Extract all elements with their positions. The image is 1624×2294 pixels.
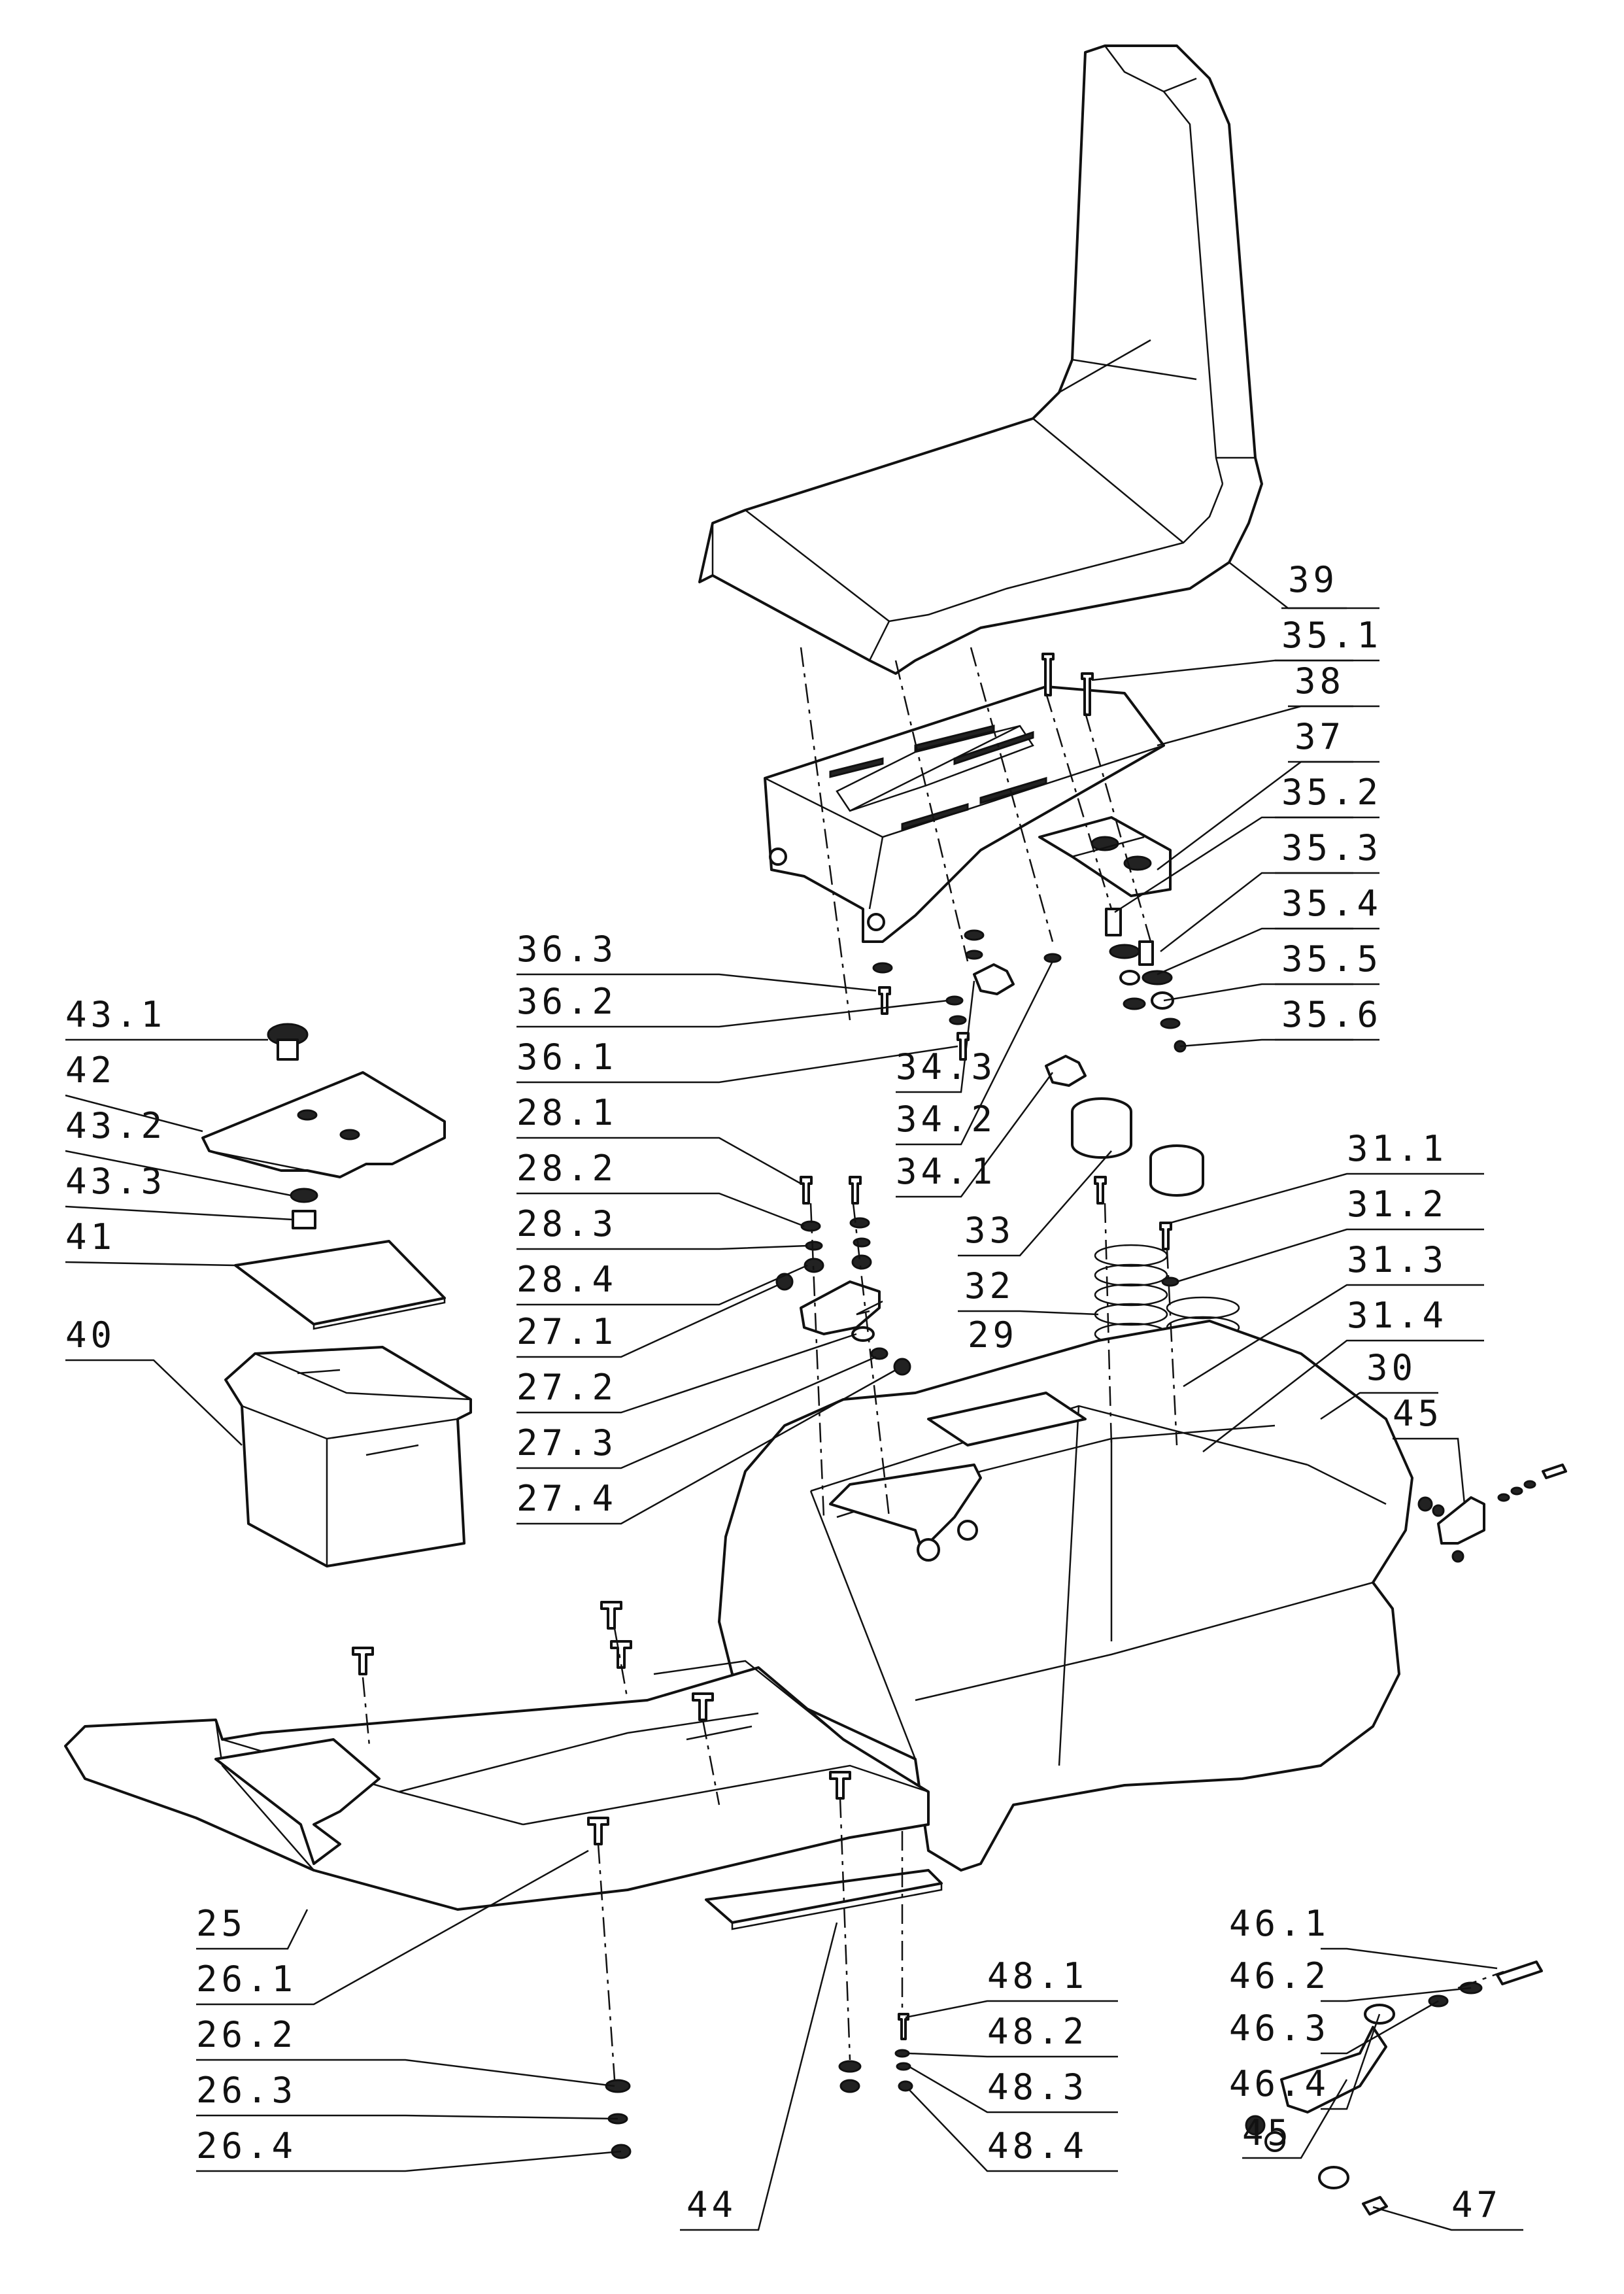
hardware-26-48	[352, 1601, 913, 2159]
callout-37: 37	[1294, 716, 1345, 757]
callout-42: 42	[65, 1050, 116, 1091]
callout-25: 25	[196, 1903, 246, 1944]
callout-48-1: 48.1	[987, 1955, 1088, 1996]
callout-36-2: 36.2	[516, 981, 617, 1022]
callout-underlines	[1275, 607, 1379, 1041]
callout-45-upper: 45	[1393, 1393, 1443, 1434]
mounting-plate	[705, 1869, 943, 1930]
callout-26-3: 26.3	[196, 2070, 297, 2111]
callout-28-3: 28.3	[516, 1203, 617, 1244]
callout-27-3: 27.3	[516, 1422, 617, 1464]
callout-32: 32	[964, 1265, 1015, 1307]
storage-tray	[224, 1346, 472, 1567]
callout-28-1: 28.1	[516, 1092, 617, 1133]
callout-48-4: 48.4	[987, 2125, 1088, 2166]
callout-45-lower: 45	[1242, 2112, 1293, 2153]
tray-pad	[234, 1240, 446, 1330]
slider-bracket	[1038, 816, 1172, 897]
callout-48-2: 48.2	[987, 2011, 1088, 2052]
callout-31-3: 31.3	[1347, 1239, 1447, 1280]
callout-40: 40	[65, 1314, 116, 1356]
callout-47: 47	[1451, 2184, 1502, 2225]
seat-pan-bracket	[764, 685, 1165, 943]
callout-46-3: 46.3	[1229, 2008, 1330, 2049]
callout-38: 38	[1294, 660, 1345, 702]
callout-46-4: 46.4	[1229, 2063, 1330, 2104]
callout-48-3: 48.3	[987, 2066, 1088, 2108]
callout-35-4: 35.4	[1281, 883, 1382, 924]
callout-27-2: 27.2	[516, 1367, 617, 1408]
callout-35-2: 35.2	[1281, 772, 1382, 813]
callout-36-3: 36.3	[516, 929, 617, 970]
callout-43-3: 43.3	[65, 1161, 166, 1202]
callout-43-2: 43.2	[65, 1105, 166, 1146]
callout-28-2: 28.2	[516, 1148, 617, 1189]
hinge-hardware-upper	[1417, 1464, 1567, 1563]
callout-27-1: 27.1	[516, 1311, 617, 1352]
callout-labels: 39 35.1 38 37 35.2 35.3 35.4 35.5 35.6 4…	[65, 559, 1502, 2225]
callout-30: 30	[1366, 1347, 1417, 1388]
callout-27-4: 27.4	[516, 1478, 617, 1519]
callout-26-2: 26.2	[196, 2014, 297, 2055]
tray-lid-assembly	[201, 1023, 446, 1229]
seat-base-shell	[718, 1320, 1413, 1872]
hinge-hardware-lower	[1245, 1960, 1543, 2216]
hardware-35-stack	[1041, 653, 1187, 1053]
callout-46-2: 46.2	[1229, 1955, 1330, 1996]
callout-31-1: 31.1	[1347, 1128, 1447, 1169]
assembly-centerlines	[362, 647, 1504, 2080]
hardware-28-27-29	[775, 1176, 911, 1376]
callout-26-1: 26.1	[196, 1959, 297, 2000]
callout-34-2: 34.2	[896, 1099, 996, 1140]
callout-34-3: 34.3	[896, 1046, 996, 1087]
callout-34-1: 34.1	[896, 1151, 996, 1192]
callout-46-1: 46.1	[1229, 1903, 1330, 1944]
hardware-36-34	[872, 929, 1087, 1087]
callout-44: 44	[686, 2184, 737, 2225]
callout-26-4: 26.4	[196, 2125, 297, 2166]
callout-43-1: 43.1	[65, 994, 166, 1035]
seat-cushion-backrest	[698, 44, 1263, 675]
callout-39: 39	[1288, 559, 1338, 600]
callout-35-1: 35.1	[1281, 615, 1382, 656]
callout-36-1: 36.1	[516, 1036, 617, 1078]
callout-33: 33	[964, 1210, 1015, 1251]
callout-29: 29	[968, 1314, 1018, 1356]
base-frame	[64, 1660, 930, 1911]
callout-41: 41	[65, 1216, 116, 1258]
callout-35-5: 35.5	[1281, 938, 1382, 980]
callout-35-6: 35.6	[1281, 994, 1382, 1035]
callout-28-4: 28.4	[516, 1259, 617, 1300]
callout-35-3: 35.3	[1281, 827, 1382, 868]
callout-31-4: 31.4	[1347, 1295, 1447, 1336]
callout-31-2: 31.2	[1347, 1184, 1447, 1225]
